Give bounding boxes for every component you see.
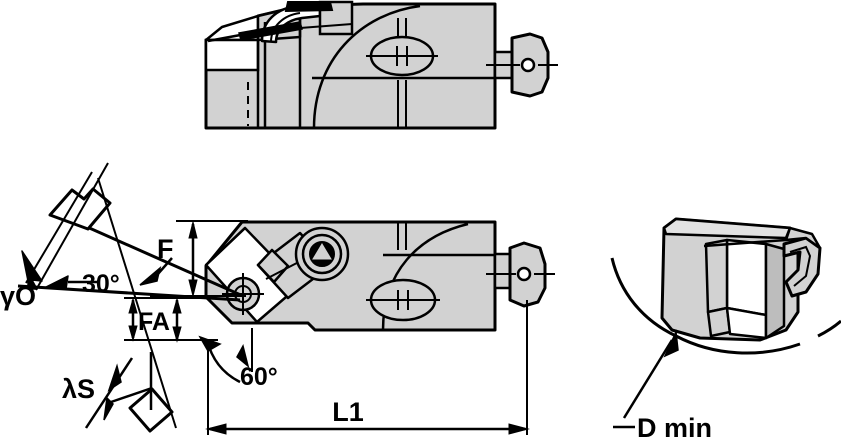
iso-clamp-top-tab — [784, 226, 822, 250]
front-view-clamp-screw-socket — [312, 243, 332, 260]
top-view — [204, 0, 558, 130]
front-view — [204, 220, 555, 332]
front-view-shank-stub — [493, 252, 512, 290]
top-view-left-face — [204, 38, 260, 72]
inclination-line-main — [84, 357, 134, 429]
dim-f-leader-arrow — [139, 265, 162, 286]
dim-f-arrow-top — [188, 221, 198, 239]
iso-bore-arc-mid — [675, 334, 801, 355]
dim-fa-arrow-left-bot — [128, 325, 138, 342]
dim-l1-arrow-right — [508, 423, 530, 435]
dmin-leader-arrow — [663, 329, 679, 358]
top-view-insert-seat-line — [207, 22, 301, 43]
iso-insert-side — [764, 242, 786, 340]
top-view-relief-curve — [312, 4, 421, 129]
iso-clamp-finger-hilite — [789, 245, 812, 287]
front-view-edge-lower — [205, 296, 233, 324]
dim-fa-arrow-right-bot — [172, 326, 182, 343]
dmin-leader-line — [622, 339, 674, 419]
rake-insert-outline — [48, 187, 112, 231]
angle-60-arrow-left — [198, 335, 222, 353]
label-angle-30: 30° — [82, 270, 120, 298]
lead-angle-edge-line-2 — [59, 213, 244, 298]
isometric-view: D min — [610, 217, 841, 443]
dim-fa-arrow-left-top — [128, 297, 138, 314]
dim-f-arrow-bottom — [188, 279, 198, 297]
inclination-line-ref — [110, 386, 153, 404]
rake-perpendicular-line — [25, 171, 93, 284]
dim-fa-arrow-right-top — [172, 297, 182, 314]
insert-axis-long — [97, 177, 177, 429]
label-fa: FA — [138, 308, 170, 336]
iso-bore-arc-left — [610, 257, 677, 338]
dimension-annotations: F FA 60° L1 γO — [0, 220, 530, 435]
top-view-clamp-inner — [270, 12, 301, 43]
label-l1: L1 — [332, 397, 364, 427]
label-d-min: D min — [637, 413, 712, 443]
iso-insert-face-a — [725, 238, 768, 317]
lead-angle-arrowhead — [45, 275, 69, 290]
front-view-boss-hole — [516, 266, 532, 282]
front-view-clamp-nose — [256, 248, 290, 284]
label-f: F — [157, 234, 174, 264]
angle-60-arrow-right — [236, 343, 250, 369]
label-inclination-angle: λS — [62, 374, 95, 404]
front-view-edge-upper — [205, 227, 246, 266]
top-view-insert-edge-dark — [284, 1, 334, 13]
label-rake-angle: γO — [0, 281, 36, 311]
rake-reference-line — [35, 162, 109, 291]
iso-bore-arc-right — [817, 319, 841, 338]
inclination-arrow-up — [107, 363, 122, 392]
angle-geometry-diagram — [17, 162, 244, 433]
iso-top-face — [662, 217, 792, 240]
inclination-arrow-down — [103, 396, 114, 421]
label-angle-60: 60° — [240, 363, 278, 391]
rake-angle-arrow — [21, 250, 43, 290]
top-view-clamp-screw-line — [299, 23, 353, 29]
dim-l1-arrow-left — [205, 423, 227, 435]
top-view-boss-hole — [520, 57, 536, 73]
dim-f-leader-line — [156, 257, 173, 276]
iso-edge-seat-top — [703, 238, 787, 248]
iso-insert-face-b — [704, 238, 729, 314]
